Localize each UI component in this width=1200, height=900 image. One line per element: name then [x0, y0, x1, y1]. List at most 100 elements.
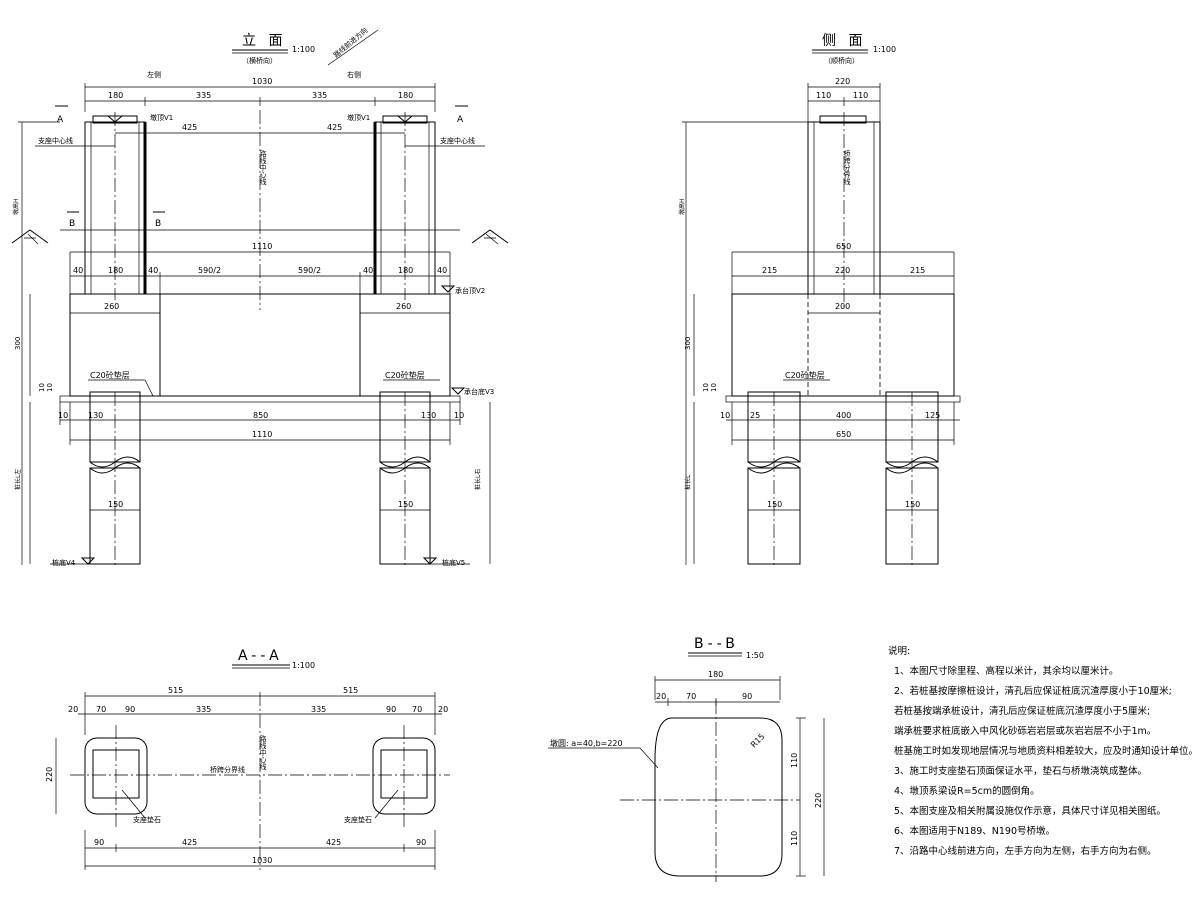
dim-850: 850 — [253, 411, 268, 420]
dim-10-c: 10 — [58, 411, 68, 420]
dim-180-right: 180 — [398, 91, 413, 100]
note-item: 3、施工时支座垫石顶面保证水平，垫石与桥墩浇筑成整体。 — [894, 766, 1148, 777]
dim-425-left: 425 — [182, 123, 197, 132]
note-item: 桩基施工时如发现地层情况与地质资料相差较大，应及时通知设计单位。 — [894, 746, 1199, 757]
side-c20-label: C20砼垫层 — [785, 370, 825, 380]
dim-1030-top: 1030 — [252, 77, 272, 86]
dim-130-right: 130 — [421, 411, 436, 420]
aa-dim-20-left: 20 — [68, 705, 78, 714]
dim-180-left: 180 — [108, 91, 123, 100]
bearing-centerline-label-right: 支座中心线 — [440, 136, 475, 145]
dim-130-left: 130 — [88, 411, 103, 420]
bb-dim-90: 90 — [742, 692, 752, 701]
section-aa-view: A--A 1:100 515 515 20 70 90 335 335 90 7… — [45, 648, 450, 870]
side-dim-215-left: 215 — [762, 266, 777, 275]
side-dim-10-c: 10 — [720, 411, 730, 420]
aa-dim-90-bottom-left: 90 — [94, 838, 104, 847]
bb-dim-110-bottom: 110 — [790, 831, 799, 846]
section-bb-view: B--B 1:50 180 20 70 90 墩圆: a=40,b=220 R1… — [548, 636, 825, 882]
elevation-scale: 1:100 — [292, 45, 315, 54]
side-dim-400: 400 — [836, 411, 851, 420]
dim-425-right: 425 — [327, 123, 342, 132]
bb-dim-180: 180 — [708, 670, 723, 679]
aa-dim-90-left: 90 — [125, 705, 135, 714]
side-dim-10-b: 10 — [710, 383, 718, 392]
dim-40-c: 40 — [363, 266, 373, 275]
aa-route-centerline-label: 路线中心线 — [259, 734, 267, 770]
dim-10-a: 10 — [38, 383, 46, 392]
dim-40-b: 40 — [148, 266, 158, 275]
side-pier-height-label: 墩高H — [678, 198, 686, 215]
section-b-marker-right: B — [155, 219, 161, 229]
dim-40-a: 40 — [73, 266, 83, 275]
dim-10-b: 10 — [46, 383, 54, 392]
bb-radius-label: R15 — [749, 732, 767, 750]
side-dim-220-top: 220 — [835, 77, 850, 86]
aa-dim-90-bottom-right: 90 — [416, 838, 426, 847]
dim-150-pile-left: 150 — [108, 500, 123, 509]
aa-dim-515-right: 515 — [343, 686, 358, 695]
section-a-marker-right: A — [457, 115, 464, 125]
cap-bottom-v3-label: 承台底V3 — [464, 387, 494, 396]
dim-335-left: 335 — [196, 91, 211, 100]
aa-dim-220: 220 — [45, 767, 54, 782]
side-scale: 1:100 — [873, 45, 896, 54]
aa-dim-70-left: 70 — [96, 705, 106, 714]
section-bb-title: B--B — [694, 636, 739, 652]
aa-dim-335-left: 335 — [196, 705, 211, 714]
aa-dim-20-right: 20 — [438, 705, 448, 714]
bearing-centerline-label-left: 支座中心线 — [38, 136, 73, 145]
note-item: 2、若桩基按摩擦桩设计，清孔后应保证桩底沉渣厚度小于10厘米; — [894, 686, 1172, 697]
section-aa-scale: 1:100 — [292, 661, 315, 670]
note-item: 4、墩顶系梁设R=5cm的圆倒角。 — [894, 786, 1040, 797]
section-b-marker-left: B — [69, 219, 75, 229]
note-item: 7、沿路中心线前进方向，左手方向为左侧，右手方向为右侧。 — [894, 846, 1157, 857]
elevation-subtitle: （横桥向） — [242, 56, 277, 65]
aa-dim-425-right: 425 — [326, 838, 341, 847]
pile-bottom-v4-label: 桩底V4 — [52, 558, 76, 567]
pile-bottom-v5-label: 桩底V5 — [442, 558, 465, 567]
dim-260-left: 260 — [104, 302, 119, 311]
side-dim-150-right: 150 — [905, 500, 920, 509]
side-dim-220-mid: 220 — [835, 266, 850, 275]
side-title: 侧 面 — [822, 33, 866, 49]
aa-dim-515-left: 515 — [168, 686, 183, 695]
cap-top-v2-label: 承台顶V2 — [455, 286, 485, 295]
note-item: 端承桩要求桩底嵌入中风化砂砾岩岩层或灰岩岩层不小于1m。 — [894, 726, 1157, 737]
side-dim-110-right: 110 — [853, 91, 868, 100]
notes-block: 说明: 1、本图尺寸除里程、高程以米计，其余均以厘米计。 2、若桩基按摩擦桩设计… — [882, 642, 1199, 862]
side-dim-125: 125 — [925, 411, 940, 420]
bb-dim-110-top: 110 — [790, 753, 799, 768]
dim-260-right: 260 — [396, 302, 411, 311]
side-dim-650-top: 650 — [836, 242, 851, 251]
bb-chamfer-label: 墩圆: a=40,b=220 — [550, 738, 623, 748]
aa-pad-label-left: 支座垫石 — [133, 815, 161, 824]
dim-1110-mid: 1110 — [252, 242, 272, 251]
side-dim-650-bottom: 650 — [836, 430, 851, 439]
elevation-title: 立 面 — [242, 33, 286, 49]
c20-label-left: C20砼垫层 — [90, 370, 130, 380]
bb-dim-20: 20 — [656, 692, 666, 701]
aa-dim-70-right: 70 — [412, 705, 422, 714]
note-item: 6、本图适用于N189、N190号桥墩。 — [894, 826, 1056, 837]
dim-300-cap: 300 — [14, 337, 22, 350]
dim-1110-bottom: 1110 — [252, 430, 272, 439]
dim-40-d: 40 — [437, 266, 447, 275]
pile-length-right-label: 桩长L右 — [474, 469, 482, 490]
aa-bridge-division-label: 桥跨分界线 — [210, 765, 245, 774]
side-dim-215-right: 215 — [910, 266, 925, 275]
aa-dim-90-right: 90 — [386, 705, 396, 714]
notes-heading: 说明: — [888, 646, 911, 657]
right-side-label: 右侧 — [347, 70, 361, 79]
left-side-label: 左侧 — [147, 70, 161, 79]
dim-10-d: 10 — [454, 411, 464, 420]
dim-590h-left: 590/2 — [198, 266, 221, 275]
side-dim-300: 300 — [684, 337, 692, 350]
dim-180-mid-left: 180 — [108, 266, 123, 275]
bb-dim-220: 220 — [814, 793, 823, 808]
c20-label-right: C20砼垫层 — [385, 370, 425, 380]
side-bridge-division-label: 桥跨分界线 — [843, 149, 851, 185]
aa-dim-425-left: 425 — [182, 838, 197, 847]
bb-dim-70: 70 — [686, 692, 696, 701]
